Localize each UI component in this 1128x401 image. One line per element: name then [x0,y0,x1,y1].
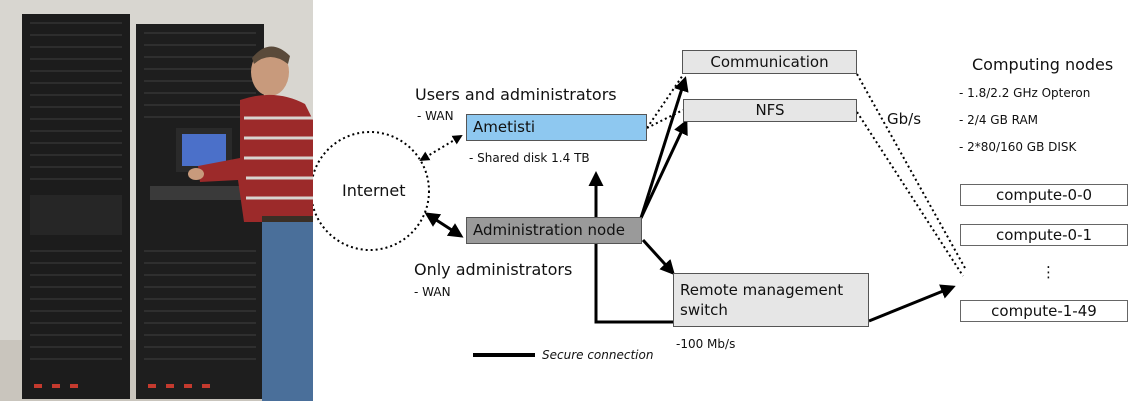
mbs-label: -100 Mb/s [676,337,736,351]
internet-label: Internet [342,181,406,200]
switch-to-shared-disk-secure-link [588,171,673,324]
remote-management-switch: Remote management switch [673,273,869,327]
nfs-compute-link [856,111,964,277]
ametisti-node: Ametisti [466,114,647,141]
compute-node-ellipsis: ⋮ [1041,263,1056,281]
admin-nfs-arrow [639,119,688,219]
communication-label: Communication [710,52,829,71]
compute-node-0-1: compute-0-1 [960,224,1128,246]
server-rack-photo [0,0,313,401]
nfs-label: NFS [755,101,785,119]
remote-management-label-line1: Remote management [680,280,844,299]
remote-management-label-line2: switch [680,300,728,319]
communication-box: Communication [682,50,857,74]
compute-node-label: compute-1-49 [991,301,1097,320]
cluster-diagram: Internet Users and administrators - WAN … [313,0,1128,401]
only-admins-heading: Only administrators [414,260,573,279]
internet-circle [313,131,430,251]
ametisti-communication-link [646,74,684,129]
spec-ram: - 2/4 GB RAM [959,113,1039,127]
ametisti-label: Ametisti [473,118,536,136]
internet-admin-link [424,212,464,238]
ametisti-nfs-link [646,109,684,129]
computing-nodes-title: Computing nodes [972,55,1114,74]
communication-compute-link [856,73,966,269]
admin-communication-arrow [639,76,689,219]
compute-node-1-49: compute-1-49 [960,300,1128,322]
gbs-label: Gb/s [887,110,922,128]
administration-node-label: Administration node [473,221,625,239]
admin-switch-arrow [641,238,676,276]
administration-node: Administration node [466,217,642,244]
nfs-box: NFS [683,99,857,122]
wan-label-bottom: - WAN [414,285,451,299]
shared-disk-label: - Shared disk 1.4 TB [469,151,590,165]
compute-node-0-0: compute-0-0 [960,184,1128,206]
connection-lines [313,73,966,357]
internet-ametisti-link [419,134,463,162]
compute-node-label: compute-0-1 [995,225,1093,244]
spec-cpu: - 1.8/2.2 GHz Opteron [959,86,1091,100]
spec-disk: - 2*80/160 GB DISK [959,140,1077,154]
legend-secure-connection: Secure connection [542,348,654,362]
compute-node-label: compute-0-0 [995,185,1093,204]
users-admins-heading: Users and administrators [415,85,617,104]
wan-label-top: - WAN [417,109,454,123]
switch-compute-arrow [868,284,956,323]
